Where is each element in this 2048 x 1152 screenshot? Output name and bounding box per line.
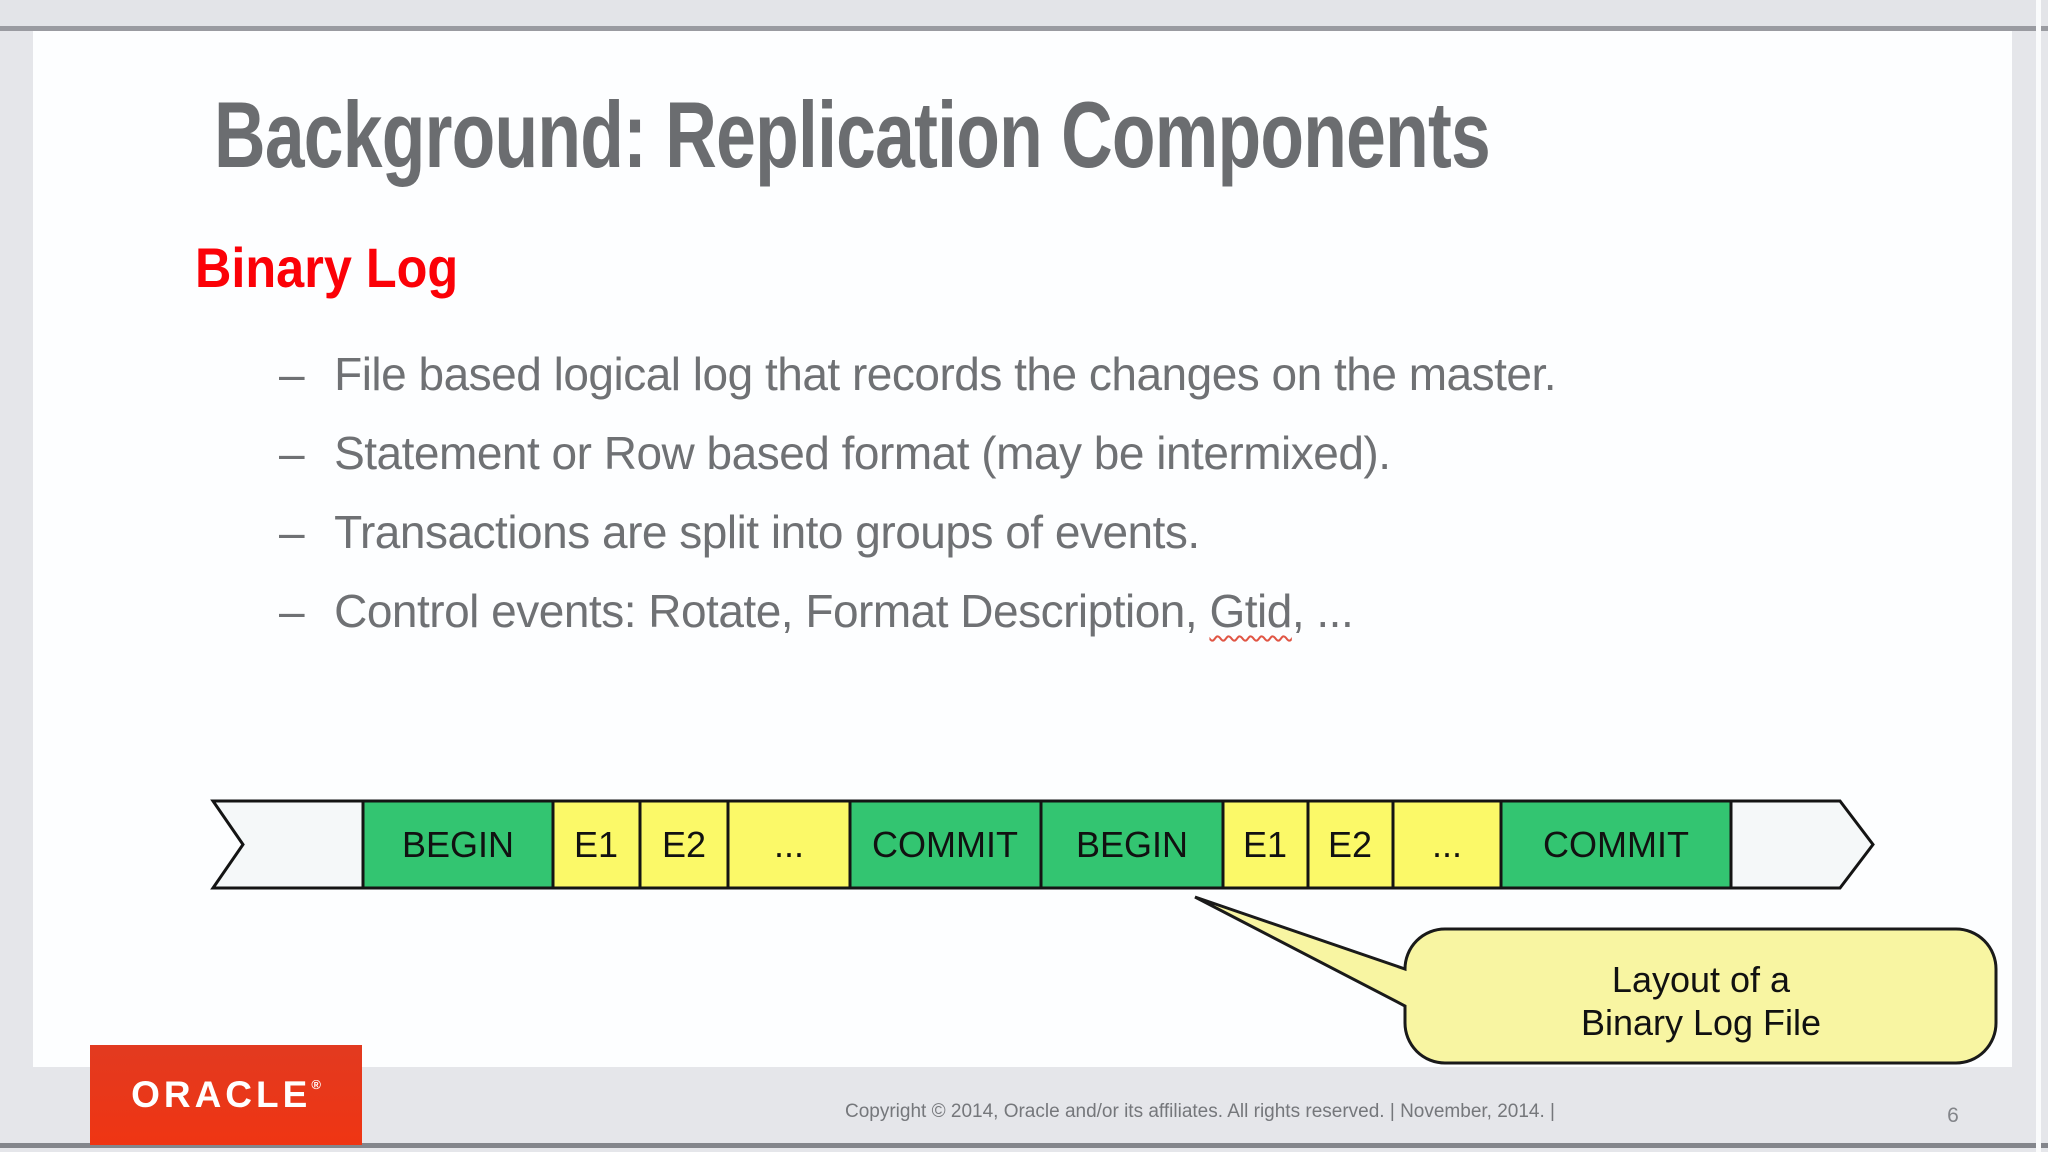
bullet-marker: – — [279, 585, 305, 637]
bullet-list: – File based logical log that records th… — [279, 347, 1557, 663]
callout-text-line2: Binary Log File — [1581, 1002, 1821, 1043]
segment-label: COMMIT — [872, 824, 1018, 865]
bullet-item: – Control events: Rotate, Format Descrip… — [279, 584, 1556, 663]
oracle-wordmark-text: ORACLE — [131, 1074, 312, 1115]
segment-label: ... — [774, 824, 804, 865]
segment-label: E1 — [1243, 824, 1287, 865]
top-bar — [0, 0, 2048, 26]
footer-copyright: Copyright © 2014, Oracle and/or its affi… — [845, 1101, 1555, 1122]
bullet-marker: – — [279, 506, 305, 558]
bullet-text: Control events: Rotate, Format Descripti… — [334, 584, 1354, 638]
binary-log-diagram: BEGIN E1 E2 ... COMMIT BEGIN E1 E2 ... C… — [210, 799, 1998, 1065]
bullet-text-suffix: , ... — [1291, 585, 1354, 637]
bottom-divider — [0, 1143, 2048, 1148]
bullet-item: – File based logical log that records th… — [279, 347, 1557, 426]
bullet-text: File based logical log that records the … — [334, 348, 1557, 400]
scrollbar-track-line — [2036, 0, 2041, 1152]
segment-label: BEGIN — [402, 824, 514, 865]
segment-label: E1 — [574, 824, 618, 865]
segment-e1-2 — [1221, 799, 1310, 890]
segment-begin-2 — [1039, 799, 1225, 890]
bullet-text: Statement or Row based format (may be in… — [334, 427, 1391, 479]
slide: Background: Replication Components Binar… — [33, 31, 2012, 1067]
page-number: 6 — [1947, 1104, 1959, 1127]
segment-label: BEGIN — [1076, 824, 1188, 865]
segment-label: E2 — [1328, 824, 1372, 865]
top-bar-divider — [0, 26, 2048, 31]
segment-e2-1 — [638, 799, 730, 890]
segment-label: COMMIT — [1543, 824, 1689, 865]
segment-label: E2 — [662, 824, 706, 865]
callout-text-line1: Layout of a — [1612, 959, 1791, 1000]
segment-dots-1 — [726, 799, 852, 890]
segment-commit-2 — [1499, 799, 1733, 890]
bullet-marker: – — [279, 348, 305, 400]
bullet-item: – Transactions are split into groups of … — [279, 505, 1556, 584]
callout-bubble — [1194, 895, 1998, 1065]
gtid-spellcheck-word: Gtid — [1209, 585, 1292, 637]
bullet-text: Transactions are split into groups of ev… — [334, 506, 1200, 558]
oracle-logo: ORACLE® — [90, 1045, 362, 1145]
slide-title: Background: Replication Components — [214, 82, 1491, 187]
segment-label: ... — [1432, 824, 1462, 865]
segment-commit-1 — [848, 799, 1043, 890]
registered-mark: ® — [311, 1077, 321, 1092]
oracle-wordmark: ORACLE® — [131, 1074, 321, 1116]
bullet-item: – Statement or Row based format (may be … — [279, 426, 1556, 505]
bullet-text-prefix: Control events: Rotate, Format Descripti… — [334, 585, 1210, 637]
bullet-marker: – — [279, 427, 305, 479]
segment-e1-1 — [551, 799, 642, 890]
section-heading: Binary Log — [195, 236, 459, 299]
